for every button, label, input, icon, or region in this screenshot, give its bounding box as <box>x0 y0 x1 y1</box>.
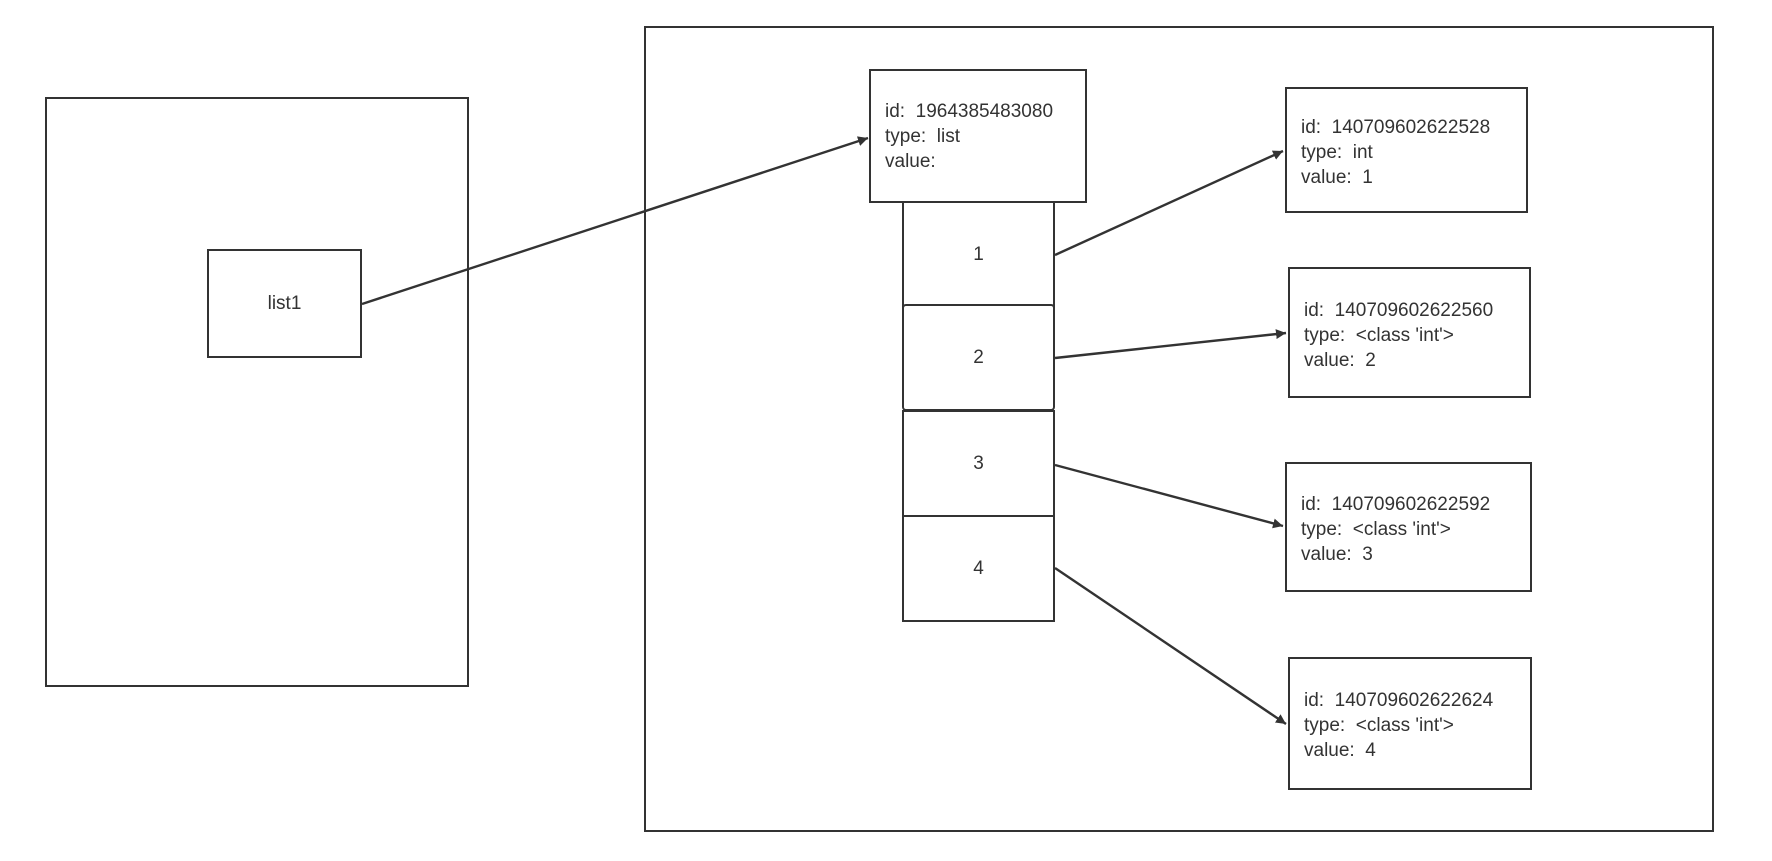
int-object-id: 140709602622624 <box>1334 690 1494 711</box>
int-object-id: 140709602622592 <box>1331 494 1491 515</box>
object-space-frame <box>644 26 1714 832</box>
arrow-item3-to-int3 <box>1054 463 1284 529</box>
int-object-type: int <box>1352 142 1373 163</box>
list-cell-label: 1 <box>973 243 984 265</box>
arrow-item2-to-int2 <box>1054 329 1287 360</box>
list-object-value-line: value: <box>885 151 936 172</box>
int-object-box-1: id: 140709602622528 type: int value: 1 <box>1285 87 1528 213</box>
int-object-box-3: id: 140709602622592 type: <class 'int'> … <box>1285 462 1532 592</box>
int-object-box-4: id: 140709602622624 type: <class 'int'> … <box>1288 657 1532 790</box>
list-cell-1: 1 <box>902 201 1055 308</box>
int-object-value: 3 <box>1362 544 1373 565</box>
int-object-type: <class 'int'> <box>1355 325 1454 346</box>
namespace-frame <box>45 97 469 687</box>
list-object-type-line: type: list <box>885 126 960 147</box>
list-cell-label: 2 <box>973 346 984 368</box>
int-object-type: <class 'int'> <box>1352 519 1451 540</box>
list-object-id-line: id: 1964385483080 <box>885 101 1054 122</box>
arrow-list1-to-list <box>361 136 869 306</box>
list-cell-label: 4 <box>973 557 984 579</box>
int-object-value: 2 <box>1365 350 1376 371</box>
list-cell-4: 4 <box>902 515 1055 622</box>
int-object-box-2: id: 140709602622560 type: <class 'int'> … <box>1288 267 1531 398</box>
int-object-type: <class 'int'> <box>1355 715 1454 736</box>
int-object-value: 1 <box>1362 167 1373 188</box>
list-cell-2: 2 <box>902 304 1055 411</box>
int-object-id: 140709602622560 <box>1334 300 1494 321</box>
list-cell-3: 3 <box>902 410 1055 517</box>
list-cell-label: 3 <box>973 452 984 474</box>
variable-name: list1 <box>267 292 302 314</box>
arrow-item1-to-int1 <box>1054 149 1284 257</box>
int-object-value: 4 <box>1365 740 1376 761</box>
int-object-id: 140709602622528 <box>1331 117 1491 138</box>
list-object-type: list <box>936 126 960 147</box>
arrow-item4-to-int4 <box>1054 567 1287 725</box>
list-object-id: 1964385483080 <box>915 101 1054 122</box>
variable-list1-box: list1 <box>207 249 362 358</box>
